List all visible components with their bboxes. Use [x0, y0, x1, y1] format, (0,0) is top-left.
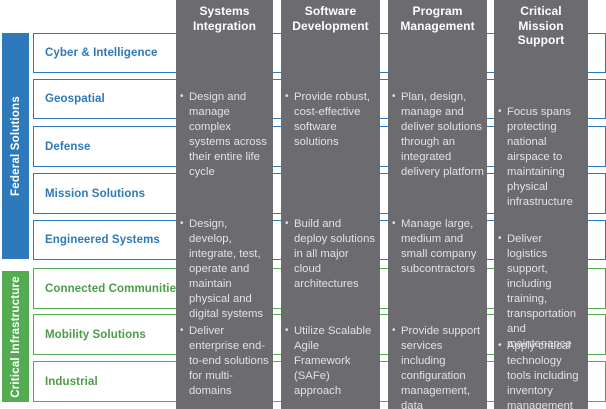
row-label: Cyber & Intelligence [45, 47, 158, 59]
category-band-federal-solutions-label: Federal Solutions [9, 96, 22, 196]
bullet-text: Design, develop, integrate, test, operat… [189, 218, 264, 320]
bullet-item: Apply critical technology tools includin… [498, 339, 585, 409]
bullet-text: Build and deploy solutions in all major … [294, 218, 376, 291]
bullet-text: Apply critical technology tools includin… [507, 339, 579, 409]
category-band-critical-infrastructure: Critical Infrastructure [2, 271, 29, 402]
bullet-text: Provide robust, cost-effective software … [294, 91, 370, 149]
bullet-text: Design and manage complex systems across… [189, 91, 267, 179]
bullet-item: Focus spans protecting national airspace… [498, 105, 585, 210]
bullet-text: Deliver enterprise end-to-end solutions … [189, 325, 269, 398]
column-critical-mission-support[interactable]: Critical Mission Support Focus spans pro… [494, 0, 588, 409]
category-band-federal-solutions: Federal Solutions [2, 33, 29, 259]
row-label: Mobility Solutions [45, 328, 146, 341]
bullet-item: Design, develop, integrate, test, operat… [180, 217, 270, 322]
row-label: Mission Solutions [45, 187, 146, 200]
category-band-critical-infrastructure-label: Critical Infrastructure [9, 275, 22, 398]
bullet-text: Plan, design, manage and deliver solutio… [401, 91, 484, 179]
bullet-item: Deliver logistics support, including tra… [498, 232, 585, 352]
column-systems-integration[interactable]: Systems Integration Design and manage co… [176, 0, 273, 409]
row-label: Connected Communities [45, 282, 183, 295]
row-label: Engineered Systems [45, 234, 160, 246]
bullet-item: Provide robust, cost-effective software … [285, 90, 377, 150]
bullet-item: Design and manage complex systems across… [180, 90, 270, 180]
row-label: Defense [45, 140, 91, 153]
bullet-text: Focus spans protecting national airspace… [507, 105, 573, 208]
row-label: Industrial [45, 375, 98, 388]
bullet-item: Build and deploy solutions in all major … [285, 217, 377, 292]
bullet-item: Plan, design, manage and deliver solutio… [392, 90, 484, 180]
row-label: Geospatial [45, 93, 105, 105]
column-title: Systems Integration [192, 4, 257, 33]
bullet-item: Provide support services including confi… [392, 324, 484, 409]
column-title: Critical Mission Support [517, 4, 565, 48]
bullet-text: Manage large, medium and small company s… [401, 218, 477, 276]
column-program-management[interactable]: Program Management Plan, design, manage … [388, 0, 487, 409]
bullet-text: Utilize Scalable Agile Framework (SAFe) … [294, 325, 372, 398]
bullet-item: Manage large, medium and small company s… [392, 217, 484, 277]
bullet-item: Deliver enterprise end-to-end solutions … [180, 324, 270, 399]
column-title: Software Development [292, 4, 369, 33]
bullet-text: Deliver logistics support, including tra… [507, 232, 577, 350]
bullet-item: Utilize Scalable Agile Framework (SAFe) … [285, 324, 377, 399]
bullet-text: Provide support services including confi… [401, 325, 481, 409]
column-title: Program Management [400, 4, 475, 33]
column-software-development[interactable]: Software Development Provide robust, cos… [281, 0, 380, 409]
